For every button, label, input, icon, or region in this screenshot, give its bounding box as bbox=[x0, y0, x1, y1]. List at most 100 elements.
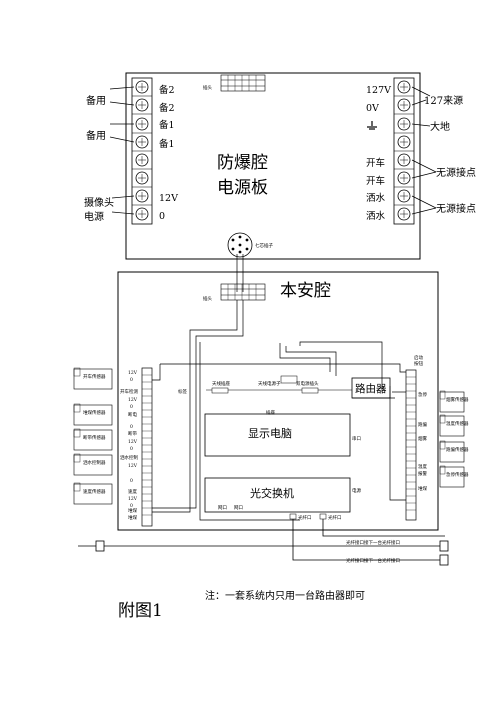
fiber-line-2-label: 光纤接口接下一台光纤接口 bbox=[346, 557, 400, 564]
label-power: 电源 bbox=[352, 487, 361, 494]
label-fiber-2: 光纤口 bbox=[328, 514, 342, 521]
label-fiber-1: 光纤口 bbox=[298, 514, 312, 521]
right-inner-label-0v: 0V bbox=[366, 103, 379, 114]
display-computer-label: 显示电脑 bbox=[248, 427, 292, 440]
label-dual-power-plug: 双电源插头 bbox=[296, 380, 319, 387]
intrinsically-safe-box bbox=[117, 271, 439, 531]
rt-label-7: 报警 bbox=[418, 470, 427, 477]
sensor-smoke-label: 烟雾传感器 bbox=[446, 396, 469, 403]
explosion-proof-box bbox=[125, 72, 421, 260]
fiber-lines bbox=[78, 519, 445, 561]
rt-label-6: 温度 bbox=[418, 463, 427, 470]
sensor-box-pile bbox=[73, 404, 113, 426]
lt-label-15: 12V bbox=[128, 496, 138, 502]
right-leader-lines bbox=[411, 86, 437, 215]
seven-pin-label: 七芯插子 bbox=[255, 242, 273, 249]
lt-label-14: 速度 bbox=[128, 488, 137, 495]
left-sensors: 开车传感器 堆煤传感器 断带传感器 洒水控制器 速度传感器 bbox=[73, 367, 113, 505]
lt-label-12: 12V bbox=[128, 463, 138, 469]
lt-label-18: 堆煤 bbox=[128, 514, 137, 521]
right-sensors: 烟雾传感器 温度传感器 跑偏传感器 急停传感器 bbox=[439, 390, 469, 488]
right-inner-label-sprinkle-2: 洒水 bbox=[366, 210, 386, 222]
left-outer-label-spare-2: 备用 bbox=[86, 129, 106, 142]
right-outer-label-dry-contact-2: 无源接点 bbox=[436, 202, 476, 215]
lt-label-16: 0 bbox=[130, 503, 133, 509]
internal-wiring bbox=[152, 300, 406, 521]
sensor-speed-label: 速度传感器 bbox=[83, 488, 106, 495]
label-socket: 插座 bbox=[266, 409, 275, 416]
footer-note: 注：一套系统内只用一台路由器即可 bbox=[205, 589, 365, 602]
upper-title-line2: 电源板 bbox=[217, 178, 268, 198]
upper-right-terminal-strip bbox=[393, 77, 415, 225]
lower-left-terminal-strip bbox=[141, 367, 153, 527]
left-inner-label-2: 备2 bbox=[159, 102, 175, 114]
lt-label-7: 0 bbox=[130, 424, 133, 430]
lower-right-terminal-labels: 启动 按钮 急停 跑偏 烟雾 温度 报警 堆煤 bbox=[414, 354, 427, 492]
label-serial-port: 串口 bbox=[352, 436, 361, 442]
label-antenna-socket: 天线插座 bbox=[212, 380, 230, 387]
lower-right-terminal-strip bbox=[405, 369, 417, 521]
lt-label-2: 0 bbox=[130, 377, 133, 383]
lower-connector-label: 插头 bbox=[203, 295, 212, 302]
lt-label-5: 0 bbox=[130, 404, 133, 410]
left-inner-label-1: 备2 bbox=[159, 84, 175, 96]
seven-pin-connector: 七芯插子 bbox=[227, 232, 273, 258]
right-inner-label-start-2: 开车 bbox=[366, 175, 385, 187]
sensor-deviation-label: 跑偏传感器 bbox=[446, 446, 469, 453]
fiber-line-1-label: 光纤接口接下一台光纤接口 bbox=[346, 539, 400, 546]
optical-switch: 光交换机 网口 网口 电源 光纤口 光纤口 bbox=[204, 477, 361, 521]
lt-label-11: 洒水控制 bbox=[120, 454, 138, 461]
right-inner-label-127v: 127V bbox=[366, 85, 391, 96]
lower-left-terminal-labels: 12V 0 开车检测 12V 0 断电 0 断带 12V 0 洒水控制 12V … bbox=[120, 370, 138, 521]
left-inner-label-5: 12V bbox=[159, 193, 178, 204]
lt-label-10: 0 bbox=[130, 446, 133, 452]
sensor-sprinkle-label: 洒水控制器 bbox=[83, 459, 106, 466]
figure-label: 附图1 bbox=[118, 601, 163, 621]
rt-label-2: 按钮 bbox=[414, 360, 423, 367]
lower-top-connector: 插头 bbox=[203, 283, 266, 302]
label-antenna-power: 天线电源子 bbox=[258, 380, 281, 387]
lt-label-8: 断带 bbox=[128, 430, 137, 437]
sensor-box-break bbox=[73, 429, 113, 451]
label-lan-2: 网口 bbox=[234, 505, 243, 511]
upper-left-terminal-strip bbox=[131, 77, 153, 225]
sensor-temp-label: 温度传感器 bbox=[446, 420, 469, 427]
upper-top-connector: 插头 bbox=[203, 74, 266, 92]
left-outer-label-camera: 摄像头 bbox=[84, 196, 114, 209]
left-inner-label-6: 0 bbox=[159, 211, 165, 222]
lt-label-13: 0 bbox=[130, 478, 133, 484]
lt-label-9: 12V bbox=[128, 439, 138, 445]
optical-switch-label: 光交换机 bbox=[250, 486, 294, 500]
ground-icon bbox=[367, 121, 377, 130]
sensor-estop-label: 急停传感器 bbox=[446, 471, 469, 478]
sensor-break-label: 断带传感器 bbox=[83, 434, 106, 441]
rt-label-3: 急停 bbox=[418, 391, 427, 398]
rt-label-1: 启动 bbox=[414, 354, 423, 361]
left-outer-label-power: 电源 bbox=[84, 210, 104, 223]
right-outer-label-dry-contact-1: 无源接点 bbox=[436, 166, 476, 179]
sensor-box-sprinkle bbox=[73, 454, 113, 476]
upper-title-line1: 防爆腔 bbox=[217, 153, 268, 173]
lt-label-6: 断电 bbox=[128, 411, 137, 418]
cable-upper-to-lower bbox=[236, 254, 244, 292]
lt-label-4: 12V bbox=[128, 397, 138, 403]
antenna-components: 标签 天线插座 天线电源子 双电源插头 bbox=[178, 375, 352, 395]
rt-label-4: 跑偏 bbox=[418, 421, 427, 428]
rt-label-8: 堆煤 bbox=[418, 485, 427, 492]
label-tag: 标签 bbox=[178, 388, 187, 395]
right-inner-label-sprinkle-1: 洒水 bbox=[366, 192, 386, 204]
rt-label-5: 烟雾 bbox=[418, 435, 427, 442]
lt-label-17: 堆煤 bbox=[128, 507, 137, 514]
display-computer: 显示电脑 插座 串口 bbox=[204, 409, 361, 457]
right-inner-label-start-1: 开车 bbox=[366, 157, 385, 169]
label-lan-1: 网口 bbox=[218, 505, 227, 511]
left-leader-lines bbox=[109, 86, 135, 215]
right-outer-label-127-source: 127来源 bbox=[424, 94, 463, 107]
left-outer-label-spare-1: 备用 bbox=[86, 94, 106, 107]
sensor-pile-label: 堆煤传感器 bbox=[83, 409, 106, 416]
lt-label-1: 12V bbox=[128, 370, 138, 376]
sensor-box-speed bbox=[73, 483, 113, 505]
left-inner-label-4: 备1 bbox=[159, 138, 175, 150]
left-inner-label-3: 备1 bbox=[159, 119, 175, 131]
